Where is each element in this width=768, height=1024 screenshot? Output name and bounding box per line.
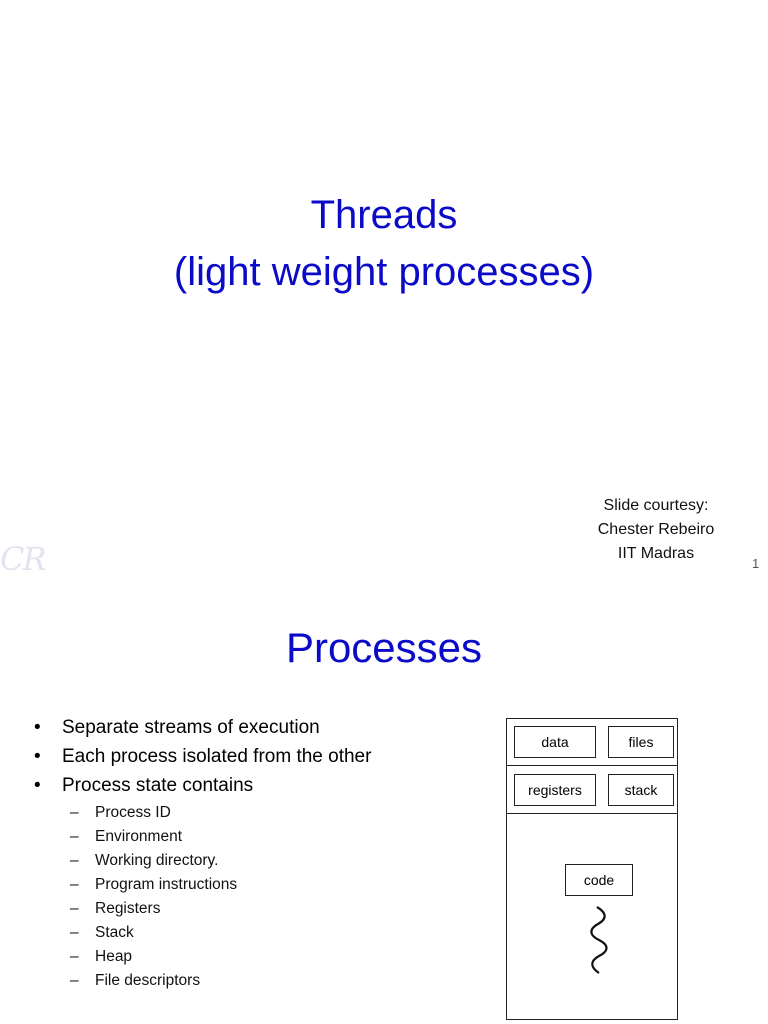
title-line-1: Threads — [310, 193, 458, 237]
bullet-text: Process state contains — [62, 775, 254, 796]
bullet-icon: • — [34, 717, 41, 738]
bullet-item: • Process state contains — [34, 772, 474, 799]
dash-icon: – — [70, 876, 79, 893]
slide-title: Threads (light weight processes) — [0, 187, 768, 301]
process-diagram: data files registers stack code — [506, 718, 678, 1020]
squiggle-thread-icon — [590, 906, 608, 974]
bullet-list: • Separate streams of execution • Each p… — [34, 714, 474, 993]
sub-bullet-item: –Process ID — [34, 801, 474, 825]
sub-bullet-item: –Environment — [34, 825, 474, 849]
bullet-item: • Separate streams of execution — [34, 714, 474, 741]
courtesy-institute: IIT Madras — [617, 545, 695, 562]
page-number: 1 — [752, 556, 760, 571]
diagram-row-shared: data files — [507, 719, 677, 766]
cr-watermark: CR — [0, 540, 47, 578]
sub-bullet-text: Stack — [95, 924, 134, 941]
slide-title: Processes — [285, 624, 483, 671]
sub-bullet-text: Process ID — [95, 804, 171, 821]
sub-bullet-text: Registers — [95, 900, 161, 917]
bullet-text: Each process isolated from the other — [62, 746, 372, 767]
sub-bullet-item: –Heap — [34, 945, 474, 969]
title-line-2: (light weight processes) — [173, 250, 595, 294]
slide-2: Processes • Separate streams of executio… — [0, 590, 768, 1024]
files-box: files — [608, 726, 674, 758]
bullet-icon: • — [34, 775, 41, 796]
dash-icon: – — [70, 852, 79, 869]
dash-icon: – — [70, 804, 79, 821]
diagram-row-thread-state: registers stack — [507, 767, 677, 814]
bullet-item: • Each process isolated from the other — [34, 743, 474, 770]
courtesy-line: Slide courtesy: — [603, 497, 709, 514]
dash-icon: – — [70, 924, 79, 941]
slide-1: Threads (light weight processes) CR Slid… — [0, 187, 768, 578]
dash-icon: – — [70, 948, 79, 965]
bullet-text: Separate streams of execution — [62, 717, 320, 738]
sub-bullet-list: –Process ID –Environment –Working direct… — [34, 801, 474, 993]
slide-courtesy: Slide courtesy: Chester Rebeiro IIT Madr… — [560, 494, 752, 566]
sub-bullet-text: Heap — [95, 948, 133, 965]
sub-bullet-item: –Stack — [34, 921, 474, 945]
sub-bullet-item: –Program instructions — [34, 873, 474, 897]
bullet-icon: • — [34, 746, 41, 767]
courtesy-author: Chester Rebeiro — [597, 521, 715, 538]
sub-bullet-text: Program instructions — [95, 876, 238, 893]
registers-box: registers — [514, 774, 596, 806]
sub-bullet-text: Environment — [95, 828, 183, 845]
stack-box: stack — [608, 774, 674, 806]
dash-icon: – — [70, 828, 79, 845]
dash-icon: – — [70, 972, 79, 989]
data-box: data — [514, 726, 596, 758]
sub-bullet-item: –Working directory. — [34, 849, 474, 873]
sub-bullet-text: File descriptors — [95, 972, 201, 989]
dash-icon: – — [70, 900, 79, 917]
sub-bullet-text: Working directory. — [95, 852, 219, 869]
sub-bullet-item: –File descriptors — [34, 969, 474, 993]
code-box: code — [565, 864, 633, 896]
sub-bullet-item: –Registers — [34, 897, 474, 921]
